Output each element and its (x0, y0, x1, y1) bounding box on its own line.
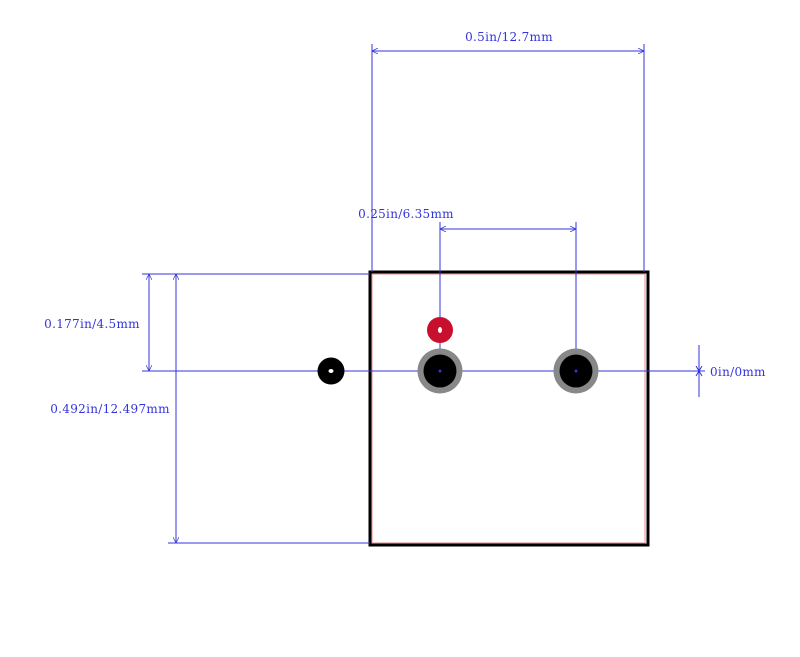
origin-marker (317, 357, 345, 385)
right-zero-label: 0in/0mm (710, 365, 766, 379)
courtyard-outline (371, 273, 646, 544)
body-outline (368, 270, 650, 547)
pad-1 (417, 348, 463, 394)
pads (317, 317, 599, 394)
dimension-lines (142, 44, 705, 543)
dimension-labels: 0.5in/12.7mm 0.25in/6.35mm 0.177in/4.5mm… (44, 30, 766, 416)
left-height-label: 0.492in/12.497mm (50, 402, 170, 416)
zero-dimension-arrows (695, 365, 703, 377)
component-outline (368, 270, 650, 547)
pitch-label: 0.25in/6.35mm (358, 207, 454, 221)
left-offset-label: 0.177in/4.5mm (44, 317, 140, 331)
pad-2 (553, 348, 599, 394)
pin1-marker (427, 317, 453, 343)
top-width-label: 0.5in/12.7mm (465, 30, 553, 44)
